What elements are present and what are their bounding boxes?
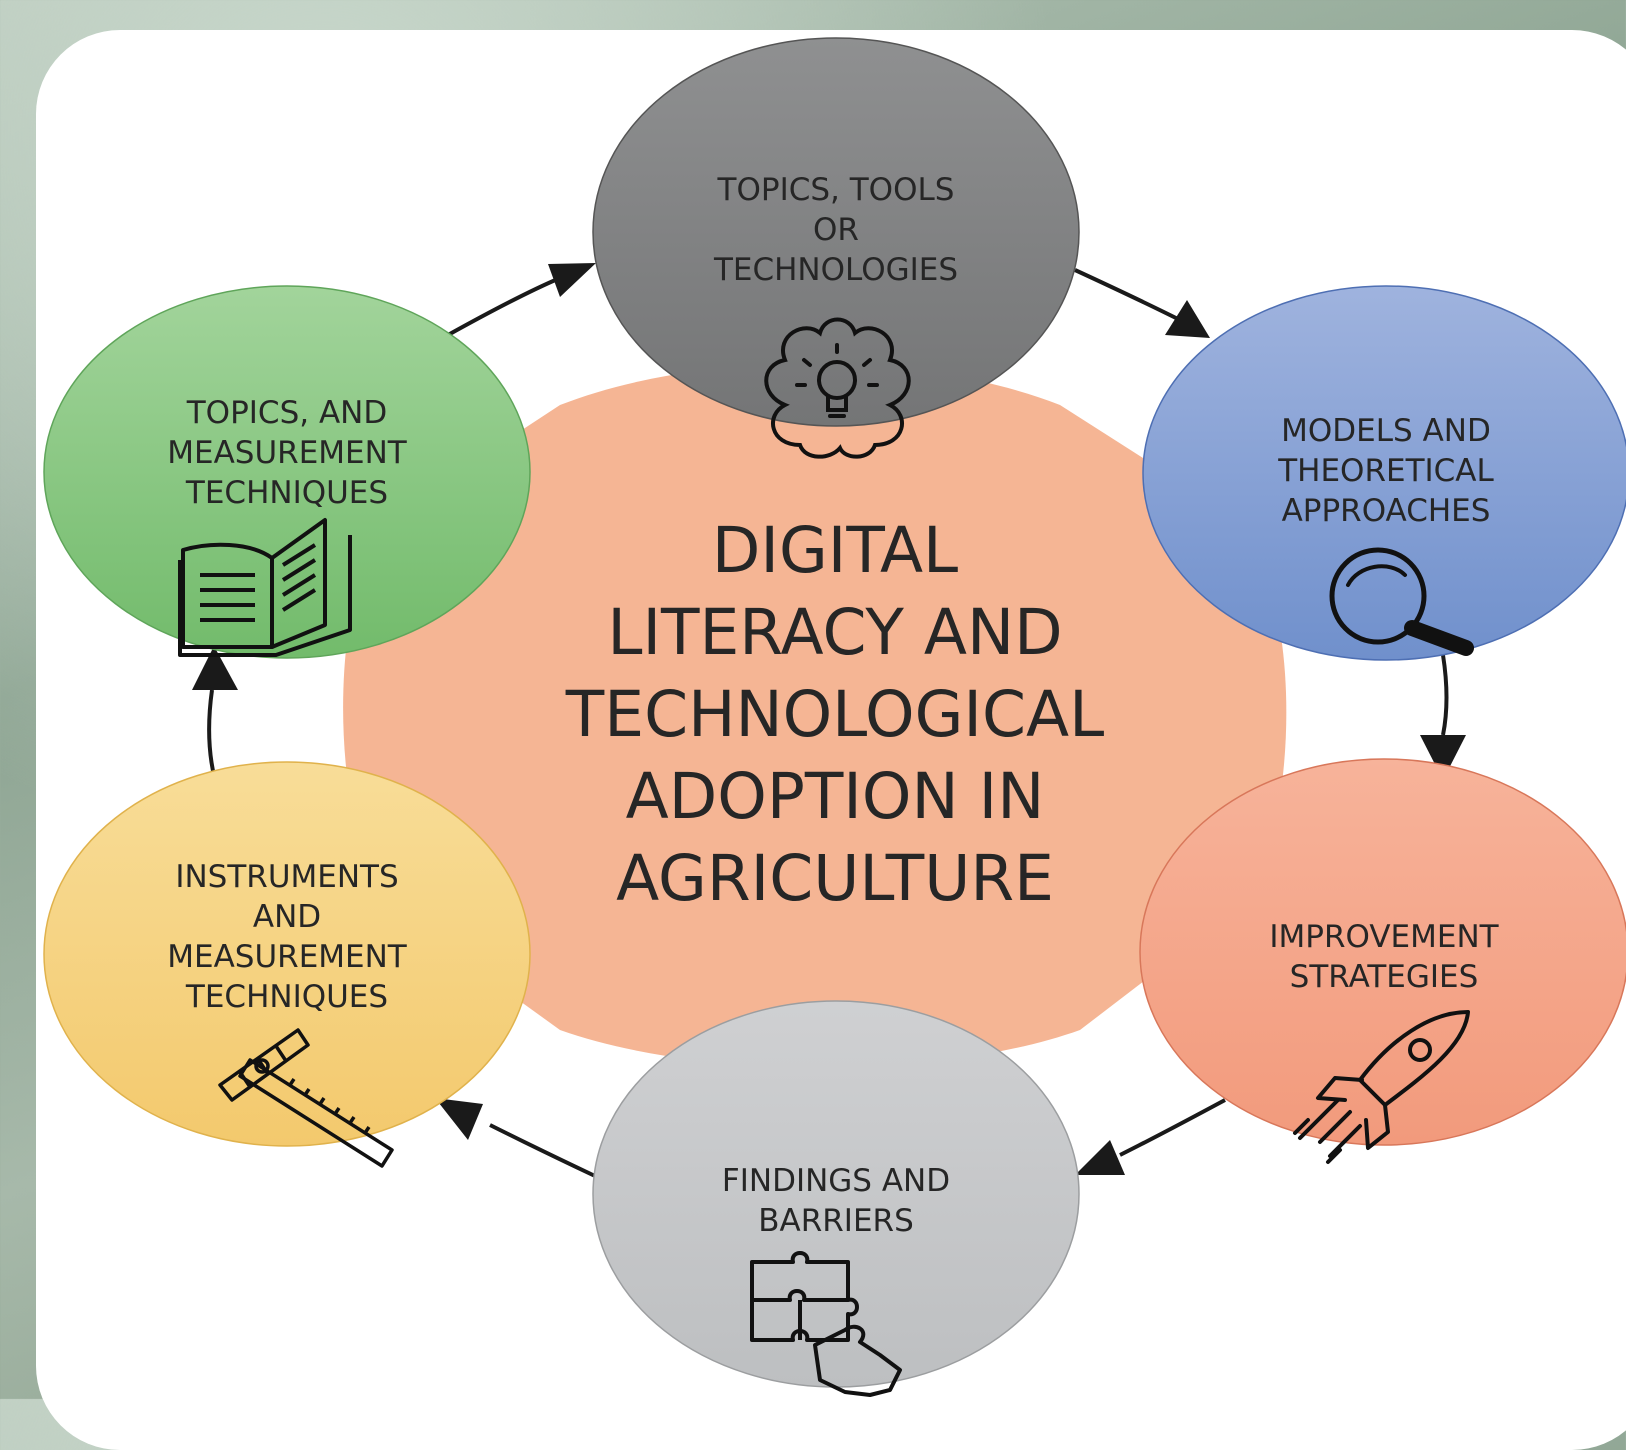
arrow-bottom-to-lower-left: [489, 1123, 596, 1178]
ruler-compass-icon: [218, 1028, 394, 1168]
arrow-top-to-right: [1074, 268, 1181, 322]
node-topics-measurement-line-2: MEASUREMENT: [167, 435, 408, 471]
node-findings: FINDINGS AND BARRIERS: [722, 1163, 950, 1397]
arrowheads: [192, 263, 1466, 1175]
node-instruments-line-1: INSTRUMENTS: [175, 859, 398, 895]
node-instruments: INSTRUMENTS AND MEASUREMENT TECHNIQUES: [167, 859, 408, 1168]
center-title-line-2: LITERACY AND: [607, 596, 1062, 669]
node-topics-measurement-circle: [43, 285, 531, 659]
open-book-icon: [178, 518, 352, 657]
arrow-right-to-lower-right: [1441, 654, 1449, 736]
node-models-line-1: MODELS AND: [1281, 413, 1491, 449]
arrowhead-right-down: [1420, 735, 1466, 780]
arrow-lower-right-to-bottom: [1119, 1098, 1226, 1157]
node-topics-tools-line-2: OR: [813, 212, 859, 248]
cycle-diagram: DIGITAL LITERACY AND TECHNOLOGICAL ADOPT…: [43, 37, 1626, 1397]
arrow-lower-left-to-upper-left: [207, 689, 217, 781]
arrowhead-lower-left: [435, 1098, 483, 1140]
center-title-line-5: AGRICULTURE: [616, 842, 1054, 915]
puzzle-hand-icon: [750, 1251, 902, 1397]
arrow-upper-left-to-top: [447, 276, 561, 337]
node-improvement: IMPROVEMENT STRATEGIES: [1269, 919, 1500, 1164]
node-topics-tools-line-3: TECHNOLOGIES: [713, 252, 958, 288]
arrowhead-lower-right: [1075, 1140, 1125, 1175]
node-instruments-line-4: TECHNIQUES: [185, 979, 388, 1015]
arrowhead-up-left: [192, 646, 238, 690]
node-models: MODELS AND THEORETICAL APPROACHES: [1277, 413, 1495, 656]
node-improvement-line-1: IMPROVEMENT: [1269, 919, 1499, 955]
node-models-line-3: APPROACHES: [1282, 493, 1491, 529]
node-improvement-circle: [1139, 758, 1626, 1146]
node-models-circle: [1142, 285, 1626, 661]
magnifying-glass-icon: [1329, 547, 1474, 656]
node-topics-tools-circle: [592, 37, 1080, 427]
node-topics-tools-line-1: TOPICS, TOOLS: [717, 172, 955, 208]
center-title-line-4: ADOPTION IN: [626, 760, 1045, 833]
node-models-line-2: THEORETICAL: [1277, 453, 1494, 489]
center-title-line-1: DIGITAL: [712, 514, 958, 587]
center-title-line-3: TECHNOLOGICAL: [565, 678, 1104, 751]
node-instruments-line-2: AND: [253, 899, 321, 935]
node-topics-measurement: TOPICS, AND MEASUREMENT TECHNIQUES: [167, 395, 408, 657]
brain-lightbulb-icon: [764, 317, 911, 459]
node-topics-measurement-line-1: TOPICS, AND: [186, 395, 387, 431]
node-findings-line-1: FINDINGS AND: [722, 1163, 950, 1199]
center-shape: [343, 363, 1287, 1068]
node-instruments-line-3: MEASUREMENT: [167, 939, 408, 975]
node-improvement-line-2: STRATEGIES: [1290, 959, 1479, 995]
center-title: DIGITAL LITERACY AND TECHNOLOGICAL ADOPT…: [565, 514, 1104, 915]
node-topics-tools: TOPICS, TOOLS OR TECHNOLOGIES: [713, 172, 958, 459]
node-topics-measurement-line-3: TECHNIQUES: [185, 475, 388, 511]
rocket-icon: [1293, 1010, 1470, 1164]
node-instruments-circle: [43, 761, 531, 1147]
arrowhead-top-left: [548, 263, 596, 297]
arrowhead-top-right: [1165, 300, 1210, 338]
node-findings-line-2: BARRIERS: [758, 1203, 914, 1239]
